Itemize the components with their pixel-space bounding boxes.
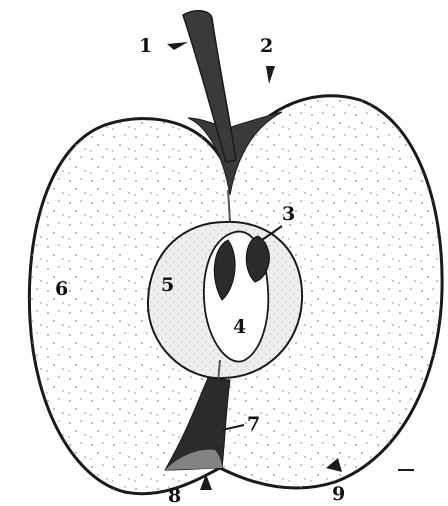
label-9: 9	[332, 483, 345, 505]
pointer-1	[167, 42, 188, 50]
label-3: 3	[282, 203, 295, 225]
label-6: 6	[55, 278, 68, 300]
label-4: 4	[233, 316, 246, 338]
label-2: 2	[260, 35, 273, 57]
label-7: 7	[247, 413, 260, 435]
label-5: 5	[161, 274, 174, 296]
label-8: 8	[168, 485, 181, 506]
pointer-2	[266, 66, 275, 84]
label-1: 1	[139, 35, 152, 57]
